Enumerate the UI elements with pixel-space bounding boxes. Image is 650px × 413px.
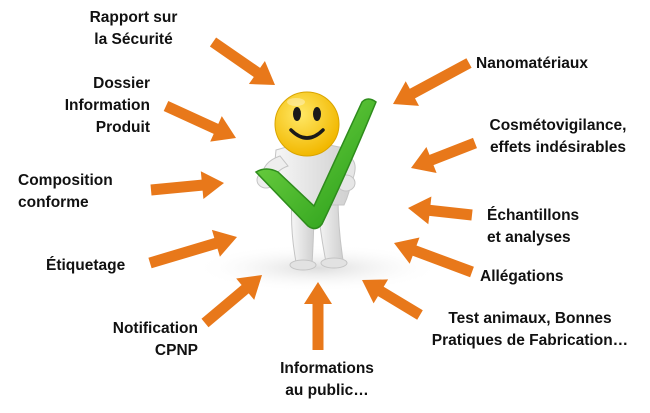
arrow-etiquetage [148, 229, 237, 269]
arrow-test [362, 279, 423, 320]
arrow-cosmeto [411, 137, 477, 173]
label-nano: Nanomatériaux [476, 55, 588, 72]
arrow-dossier [163, 101, 236, 142]
label-cosmeto: Cosmétovigilance,effets indésirables [489, 117, 627, 156]
label-etiquetage: Étiquetage [46, 257, 126, 274]
arrow-informations [304, 282, 332, 350]
label-allegations: Allégations [480, 268, 564, 285]
arrow-echantillons [408, 196, 473, 225]
smiley-face-icon [274, 91, 340, 157]
arrow-notification [201, 275, 262, 328]
arrow-composition [150, 171, 224, 199]
arrow-group [148, 37, 477, 350]
arrow-rapport [209, 37, 275, 85]
green-checkmark-icon [254, 98, 377, 230]
arrow-nano [393, 58, 472, 106]
arrow-allegations [394, 237, 474, 278]
